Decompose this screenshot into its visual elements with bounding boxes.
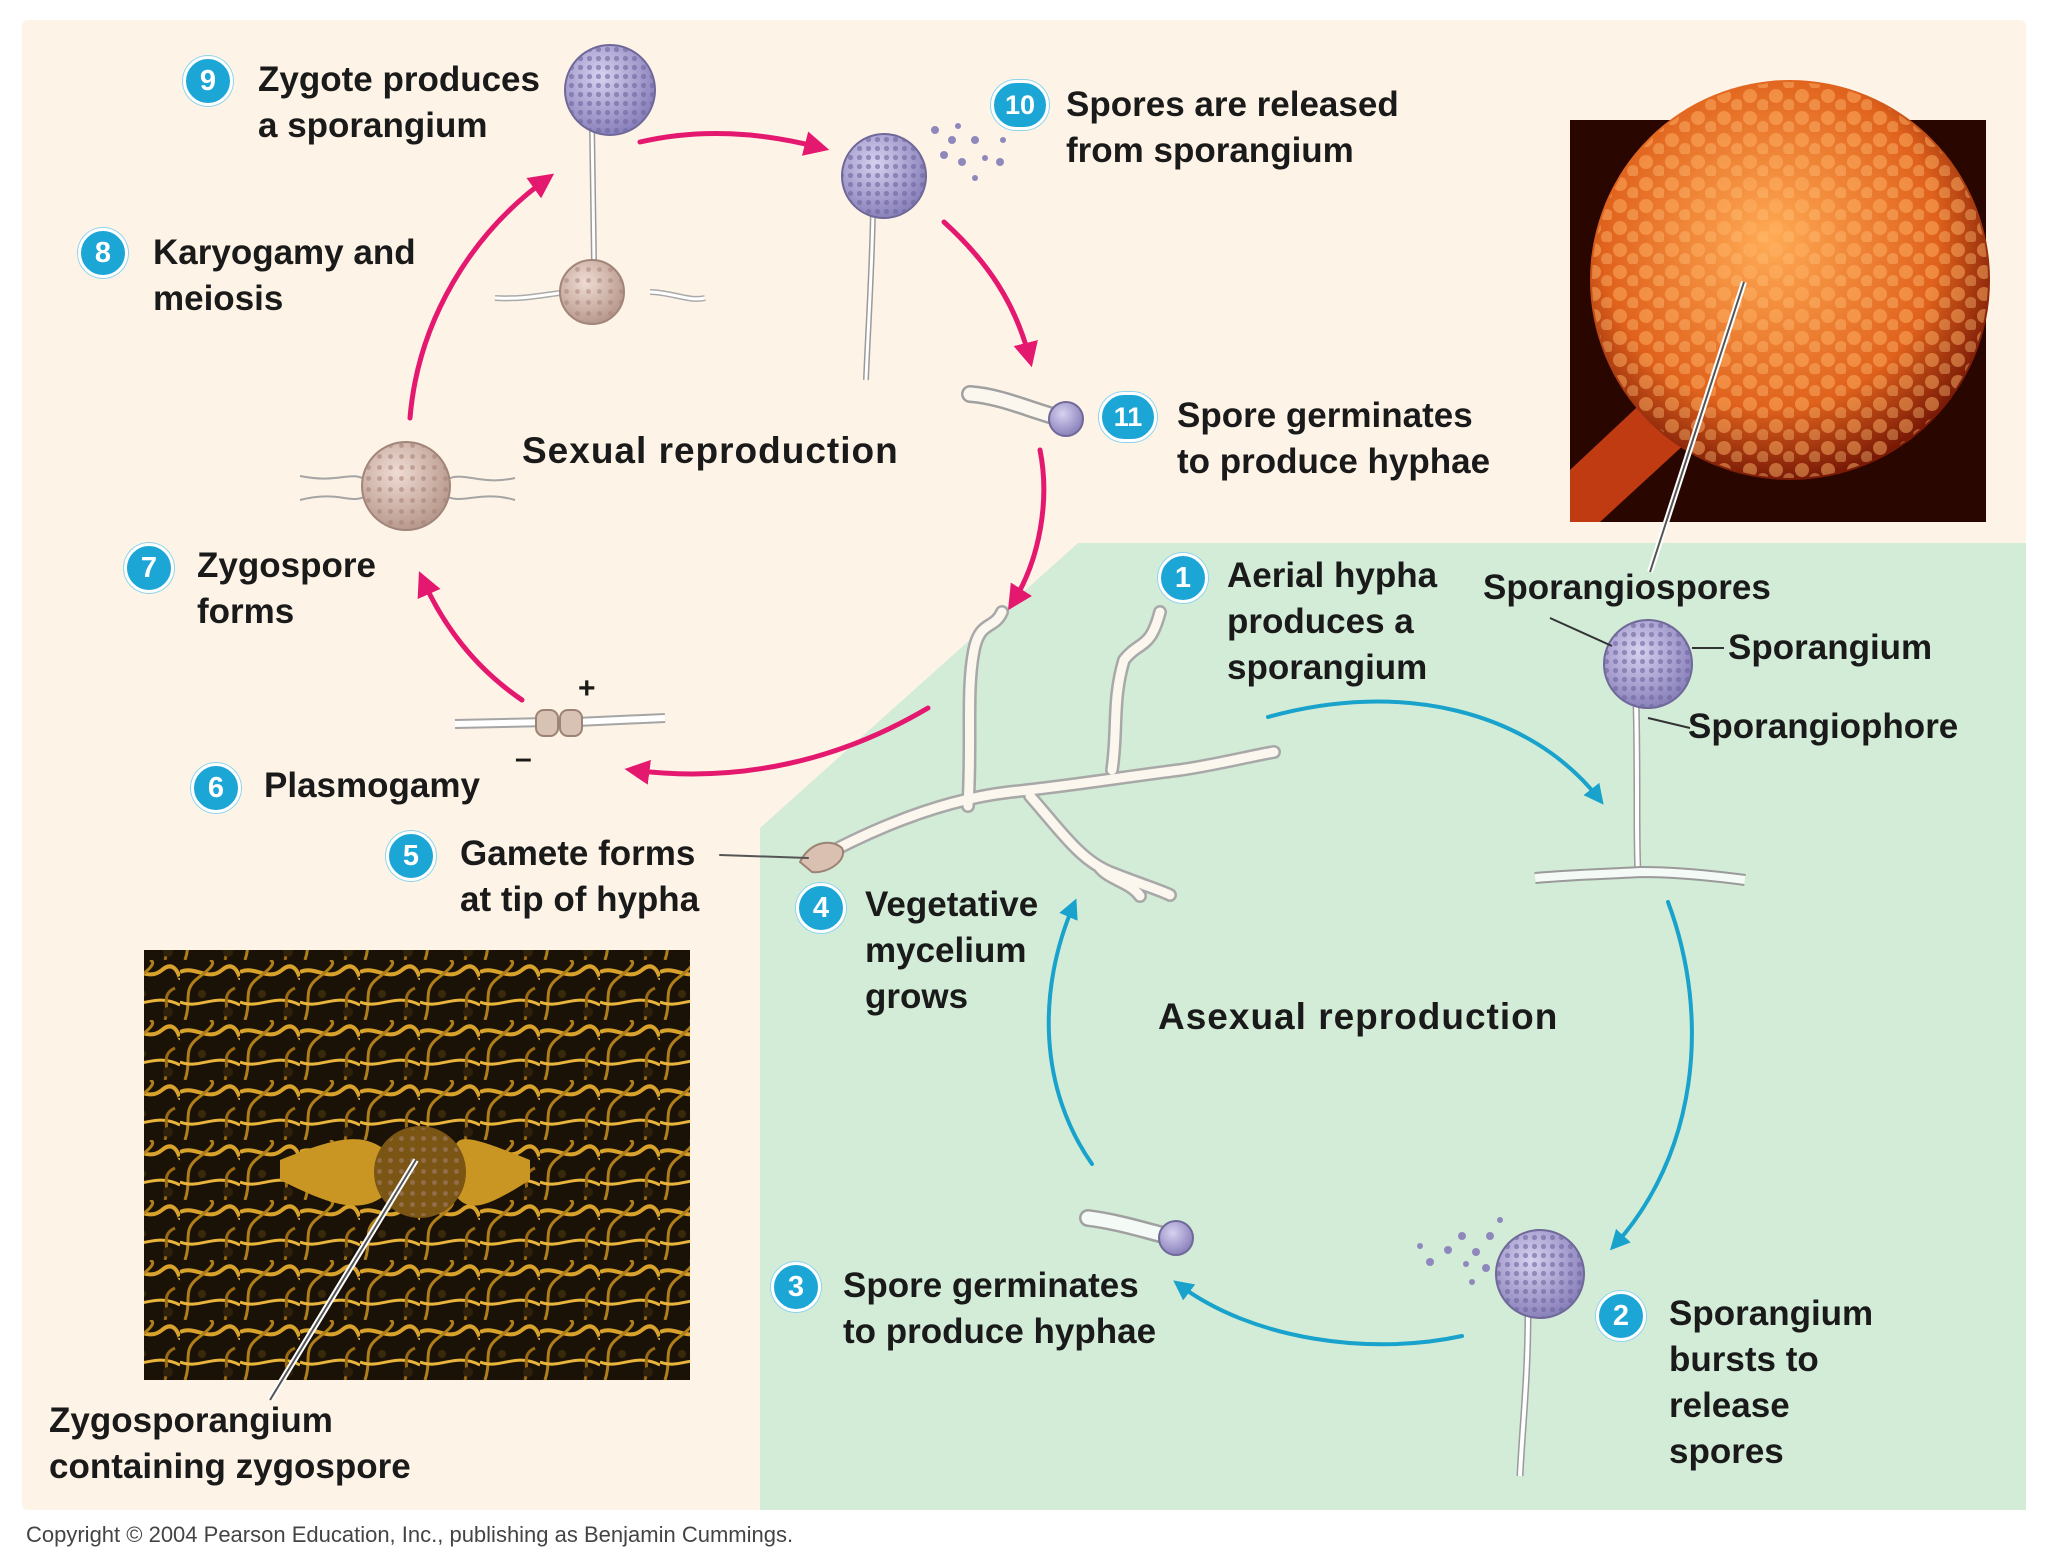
step-4-label: Vegetative mycelium grows [865,885,1039,1016]
zygosporangium-label: Zygosporangium containing zygospore [49,1401,411,1486]
sporangiophore-label: Sporangiophore [1688,707,1959,746]
step-7-label: Zygospore forms [197,546,376,631]
germinating-spore-drawing-upper [961,385,1084,437]
sporangium-label: Sporangium [1728,628,1933,667]
step-8-badge: 8 [78,228,128,278]
step-5-badge: 5 [386,831,436,881]
sexual-reproduction-heading: Sexual reproduction [522,430,899,471]
vegetative-mycelium-drawing [719,605,1281,903]
step-9-badge: 9 [183,56,233,106]
step-8-label: Karyogamy and meiosis [153,233,416,318]
step-10-label: Spores are released from sporangium [1066,85,1399,170]
sporangium-micrograph [1570,80,1990,573]
zygote-sporangium-drawing [494,44,706,325]
step-10-badge: 10 [991,80,1049,130]
asexual-cycle-arrows [1046,699,1694,1347]
step-1-label: Aerial hypha produces a sporangium [1227,556,1438,687]
plasmogamy-drawing [454,709,666,737]
step-1-badge: 1 [1158,553,1208,603]
plasmogamy-minus-sign: – [515,742,532,775]
sporangiospores-label: Sporangiospores [1483,568,1771,607]
step-2-badge: 2 [1596,1291,1646,1341]
zygospore-drawing [299,441,516,531]
releasing-sporangium-drawing [841,123,1006,381]
step-6-label: Plasmogamy [264,766,480,805]
step-9-label: Zygote produces a sporangium [258,60,540,145]
sexual-cycle-arrows [407,130,1047,785]
step-6-badge: 6 [191,763,241,813]
asexual-reproduction-heading: Asexual reproduction [1158,996,1559,1037]
sporangium-drawing-labeled [1534,617,1746,886]
step-4-badge: 4 [796,883,846,933]
zygosporangium-micrograph [144,950,690,1402]
bursting-sporangium-drawing [1417,1217,1585,1477]
step-2-label: Sporangium bursts to release spores [1669,1294,1874,1471]
step-5-label: Gamete forms at tip of hypha [460,834,700,919]
step-3-label: Spore germinates to produce hyphae [843,1266,1157,1351]
step-3-badge: 3 [771,1262,821,1312]
copyright-notice: Copyright © 2004 Pearson Education, Inc.… [26,1522,794,1547]
plasmogamy-plus-sign: + [578,672,596,705]
step-11-badge: 11 [1099,392,1157,442]
germinating-spore-drawing-lower [1079,1209,1194,1256]
step-7-badge: 7 [124,543,174,593]
step-11-label: Spore germinates to produce hyphae [1177,396,1491,481]
